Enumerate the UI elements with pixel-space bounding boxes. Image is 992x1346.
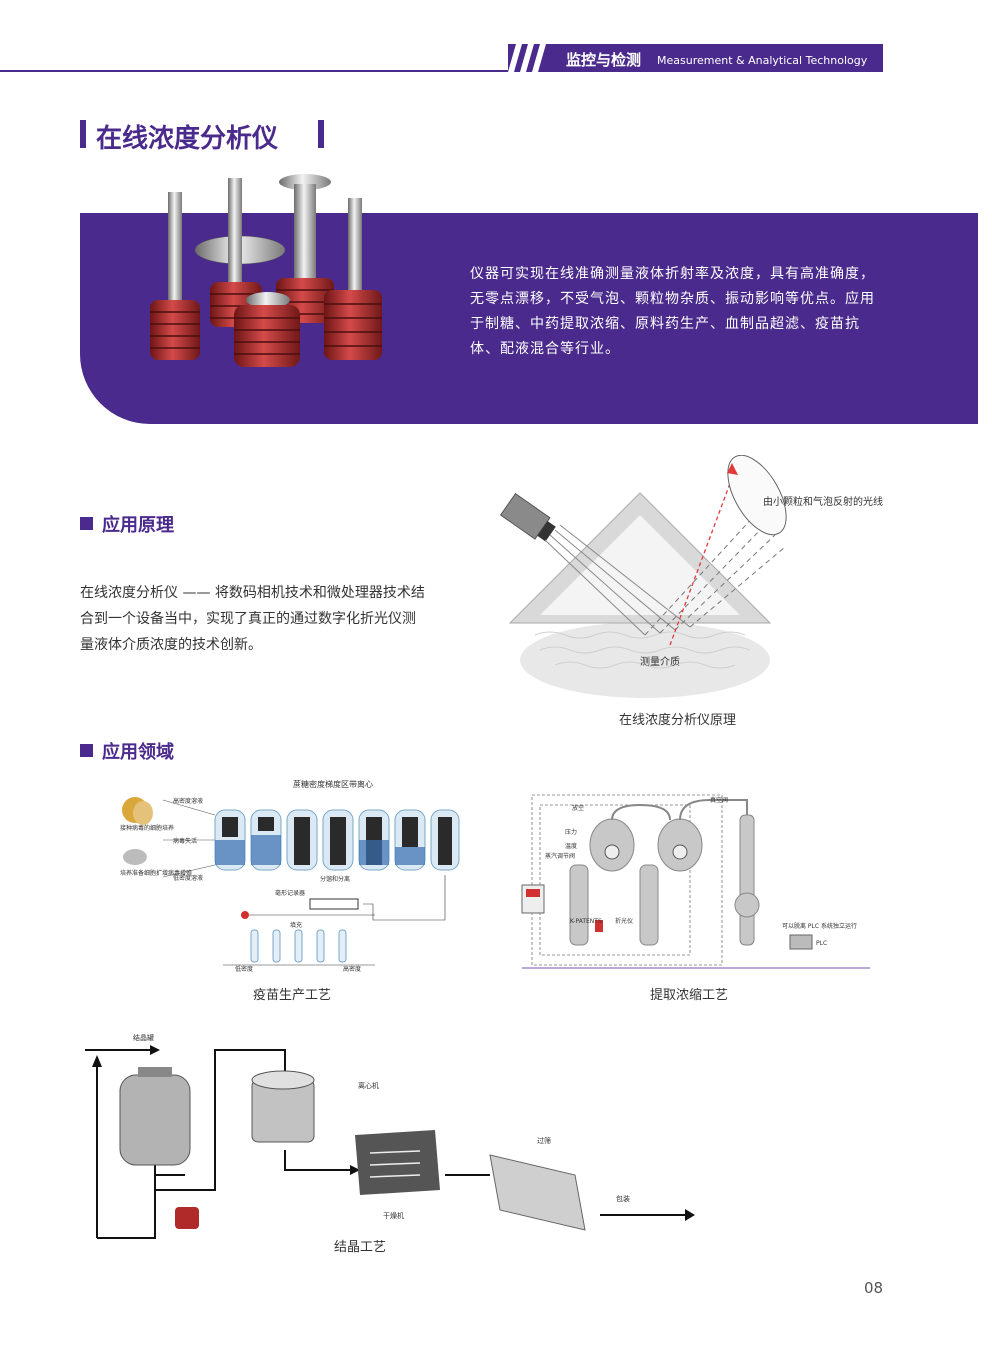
vaccine-culture-label: 培养准备细胞扩增病毒增殖 bbox=[120, 869, 192, 877]
page-title: 在线浓度分析仪 bbox=[96, 124, 279, 154]
vaccine-high-density: 高密度溶液 bbox=[173, 797, 203, 805]
crystal-tank: 结晶罐 bbox=[133, 1033, 154, 1042]
header-bar bbox=[508, 44, 883, 72]
vaccine-recorder: 毫形记录器 bbox=[275, 889, 305, 897]
section-marker-applications bbox=[80, 744, 93, 757]
vaccine-low: 低密度 bbox=[235, 965, 253, 973]
principle-text: 在线浓度分析仪 —— 将数码相机技术和微处理器技术结合到一个设备当中，实现了真正… bbox=[80, 585, 425, 653]
section-marker-principle bbox=[80, 517, 93, 530]
crystal-caption: 结晶工艺 bbox=[334, 1240, 387, 1255]
vaccine-diagram: 蔗糖密度梯度区带离心 接种病毒的细胞培养 培养准备细胞扩增病毒增殖 高密度溶液 … bbox=[120, 779, 460, 973]
extraction-plc: PLC bbox=[816, 940, 827, 947]
vaccine-seed-label: 接种病毒的细胞培养 bbox=[120, 824, 174, 832]
extraction-kpatents: K-PATENTS bbox=[570, 918, 602, 925]
section-title-applications: 应用领域 bbox=[102, 742, 174, 763]
title-bar-right bbox=[318, 120, 324, 148]
vaccine-top-label: 蔗糖密度梯度区带离心 bbox=[293, 779, 373, 789]
extraction-steam: 蒸汽调节阀 bbox=[545, 852, 575, 860]
intro-text: 仪器可实现在线准确测量液体折射率及浓度，具有高准确度，无零点漂移，不受气泡、颗粒… bbox=[470, 266, 875, 357]
product-image bbox=[150, 174, 382, 367]
header-rule bbox=[0, 70, 882, 72]
extraction-vent: 放空 bbox=[572, 804, 584, 812]
header-section-en: Measurement & Analytical Technology bbox=[657, 54, 868, 67]
diagram-label-reflect: 由小颗粒和气泡反射的光线 bbox=[763, 495, 883, 508]
header-section-cn: 监控与检测 bbox=[566, 51, 642, 69]
header-stripes-icon bbox=[508, 44, 546, 72]
page-number: 08 bbox=[864, 1279, 884, 1297]
extraction-plc-note: 可以脱离 PLC 系统独立运行 bbox=[782, 922, 857, 930]
extraction-vacuum: 真空阀 bbox=[710, 796, 728, 804]
crystal-dryer: 干燥机 bbox=[383, 1211, 404, 1220]
vaccine-caption: 疫苗生产工艺 bbox=[253, 988, 332, 1003]
vaccine-fill: 填充 bbox=[290, 921, 302, 929]
principle-diagram: 测量介质 由小颗粒和气泡反射的光线 bbox=[499, 455, 883, 698]
crystal-diagram: 结晶罐 离心机 干燥机 过筛 包装 bbox=[85, 1033, 695, 1239]
extraction-temperature: 温度 bbox=[565, 842, 577, 850]
section-title-principle: 应用原理 bbox=[102, 515, 174, 536]
crystal-sieve: 过筛 bbox=[537, 1136, 551, 1145]
principle-caption: 在线浓度分析仪原理 bbox=[619, 713, 737, 728]
diagram-label-medium: 测量介质 bbox=[640, 655, 680, 668]
vaccine-low-density: 低密度溶液 bbox=[173, 874, 203, 882]
extraction-refractometer: 折光仪 bbox=[615, 917, 633, 925]
crystal-centrifuge: 离心机 bbox=[358, 1081, 379, 1090]
extraction-caption: 提取浓缩工艺 bbox=[650, 988, 729, 1003]
vaccine-virus-inactivation: 病毒失活 bbox=[173, 837, 197, 845]
title-bar-left bbox=[80, 120, 86, 148]
vaccine-high: 高密度 bbox=[343, 965, 361, 973]
extraction-pressure: 压力 bbox=[565, 828, 577, 836]
crystal-pack: 包装 bbox=[616, 1194, 630, 1203]
vaccine-collect: 分馏和分离 bbox=[320, 875, 350, 883]
extraction-diagram: 放空 真空阀 压力 温度 蒸汽调节阀 K-PATENTS 折光仪 可以脱离 PL… bbox=[521, 794, 870, 969]
